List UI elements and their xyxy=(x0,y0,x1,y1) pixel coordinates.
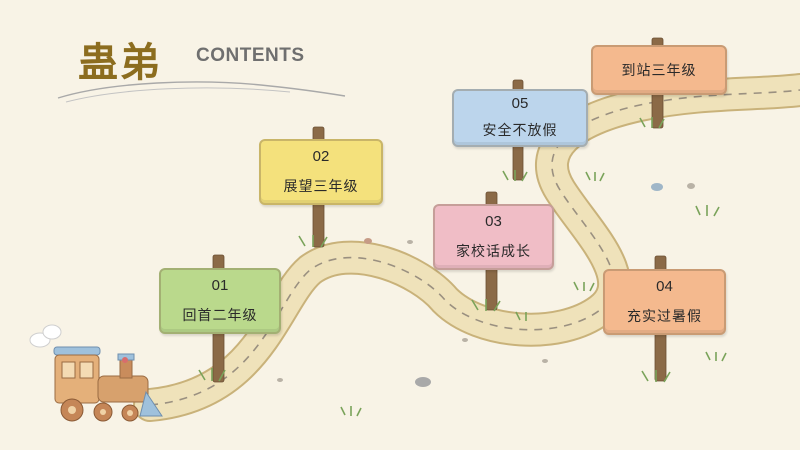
sign-number: 02 xyxy=(312,148,330,165)
sign-05[interactable]: 05 安全不放假 xyxy=(452,89,588,147)
sign-label: 家校话成长 xyxy=(456,244,531,260)
sign-number: 04 xyxy=(656,278,673,295)
winding-road xyxy=(133,73,800,422)
sign-04[interactable]: 04 充实过暑假 xyxy=(603,269,726,335)
sign-02[interactable]: 02 展望三年级 xyxy=(259,139,383,205)
contents-label: CONTENTS xyxy=(196,45,305,66)
page-title: 蛊弟 xyxy=(78,39,162,86)
sign-label: 到站三年级 xyxy=(621,63,697,79)
sign-label: 展望三年级 xyxy=(283,179,359,195)
sign-number: 05 xyxy=(511,95,529,112)
sign-label: 回首二年级 xyxy=(182,308,258,324)
sign-03[interactable]: 03 家校话成长 xyxy=(433,204,554,270)
sign-destination[interactable]: 到站三年级 xyxy=(591,45,727,95)
grass-tufts xyxy=(198,117,727,417)
sign-number: 01 xyxy=(211,277,229,294)
sign-number: 03 xyxy=(485,213,502,230)
sign-label: 安全不放假 xyxy=(482,123,558,139)
title-swoosh xyxy=(57,81,346,99)
toy-train xyxy=(29,324,163,422)
sign-01[interactable]: 01 回首二年级 xyxy=(159,268,281,334)
sign-label: 充实过暑假 xyxy=(627,309,702,325)
